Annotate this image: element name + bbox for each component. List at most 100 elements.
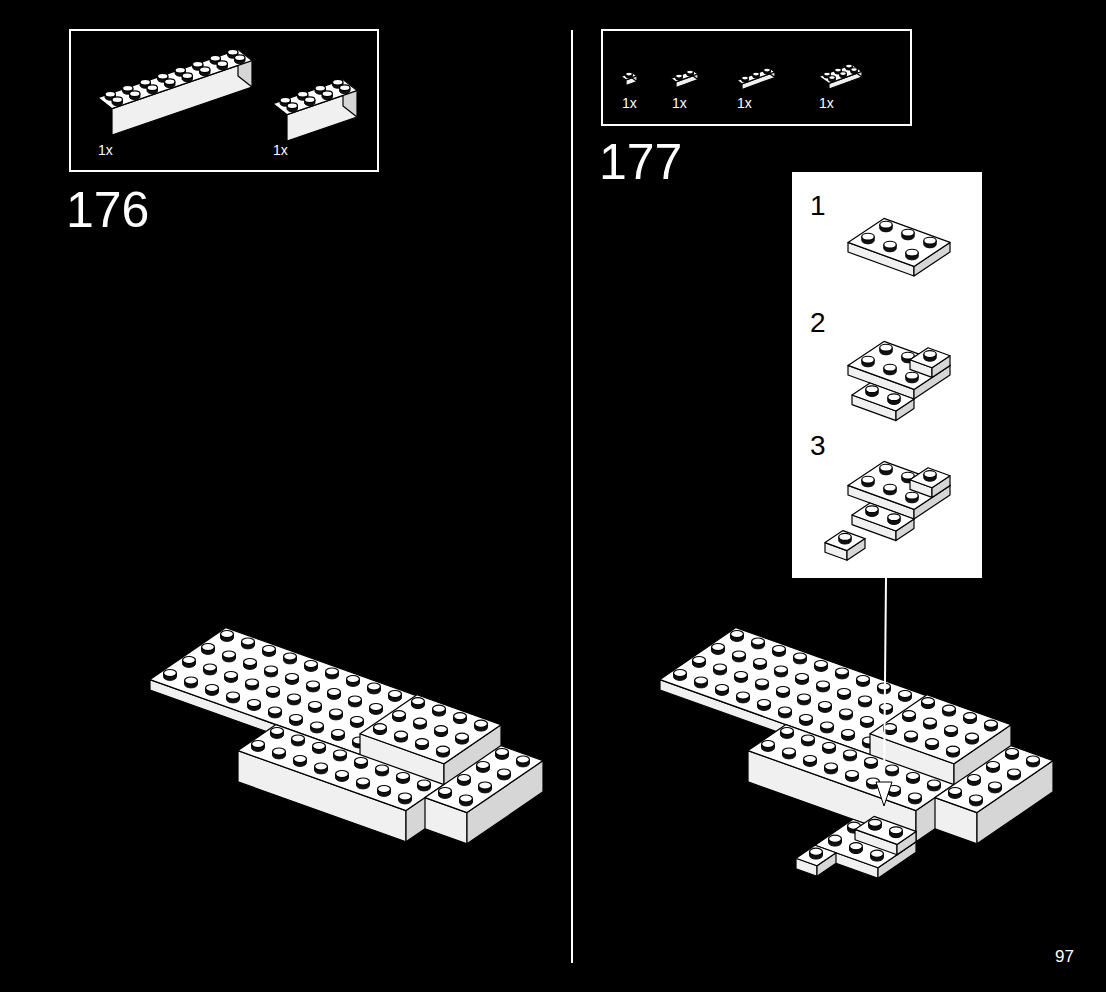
stud-top (943, 705, 956, 712)
stud-top (869, 819, 882, 826)
stud-top (330, 709, 343, 716)
stud-top (905, 731, 918, 738)
stud-top (987, 761, 1000, 768)
stud-top (731, 630, 744, 637)
stud-top (884, 484, 896, 491)
stud-top (802, 735, 815, 742)
brick-top (848, 218, 950, 266)
stud-top (1008, 769, 1021, 776)
brick-top (748, 725, 954, 811)
stud-top (829, 76, 836, 80)
brick-top (852, 503, 914, 531)
stud-top (349, 696, 362, 703)
stud-top (112, 97, 122, 103)
step-number: 177 (599, 137, 682, 187)
brick-top (273, 80, 357, 115)
stud-top (693, 656, 706, 663)
stud-top (517, 756, 530, 763)
brick (671, 70, 698, 87)
stud-top (123, 85, 133, 91)
stud-top (886, 765, 899, 772)
stud-top (842, 729, 855, 736)
stud-top (223, 651, 236, 658)
stud-top (182, 73, 192, 79)
brick (819, 64, 862, 89)
substep-panel (792, 172, 982, 578)
stud-top (140, 79, 150, 85)
stud-top (287, 103, 297, 109)
brick-top (852, 383, 914, 411)
stud-top (926, 739, 939, 746)
stud-top (840, 72, 847, 76)
stud-top (433, 705, 446, 712)
substep-panel-box: 123 (792, 172, 982, 578)
stud-top (924, 471, 936, 478)
stud-top (437, 746, 450, 753)
stud-top (311, 722, 324, 729)
stud-top (866, 386, 878, 393)
stud-top (454, 713, 467, 720)
part-quantity: 1x (98, 143, 113, 157)
stud-top (947, 746, 960, 753)
stud-top (871, 850, 884, 857)
stud-top (752, 638, 765, 645)
pointer-arrow-line (884, 578, 886, 786)
stud-top (376, 765, 389, 772)
stud-top (862, 356, 874, 363)
stud-top (328, 688, 341, 695)
stud-top (945, 726, 958, 733)
stud-top (227, 692, 240, 699)
brick-top (870, 695, 1011, 764)
stud-top (332, 729, 345, 736)
stud-top (989, 782, 1002, 789)
stud-top (315, 85, 325, 91)
stud-top (164, 669, 177, 676)
stud-top (355, 757, 368, 764)
stud-top (326, 668, 339, 675)
stud-top (762, 740, 775, 747)
stud-top (794, 653, 807, 660)
stud-top (416, 739, 429, 746)
stud-top (884, 364, 896, 371)
brick-top (796, 845, 836, 866)
stud-top (836, 668, 849, 675)
stud-top (742, 76, 749, 80)
stud-top (810, 848, 823, 855)
stud-top (305, 97, 315, 103)
stud-top (200, 67, 210, 73)
stud-top (313, 742, 326, 749)
stud-top (862, 476, 874, 483)
stud-top (906, 372, 918, 379)
part-quantity: 1x (819, 96, 834, 110)
stud-top (460, 795, 473, 802)
stud-top (800, 714, 813, 721)
stud-top (225, 671, 238, 678)
stud-top (907, 772, 920, 779)
stud-top (286, 673, 299, 680)
stud-top (850, 843, 863, 850)
stud-top (804, 755, 817, 762)
stud-top (906, 249, 918, 256)
stud-top (880, 703, 893, 710)
stud-top (714, 664, 727, 671)
stud-top (496, 748, 509, 755)
stud-top (695, 677, 708, 684)
brick-top (910, 468, 950, 488)
brick-top (360, 695, 501, 764)
stud-top (418, 780, 431, 787)
parts-list-box: 1x1x (69, 29, 379, 172)
stud-top (824, 72, 831, 76)
stud-top (221, 630, 234, 637)
stud-top (334, 750, 347, 757)
stud-top (846, 770, 859, 777)
brick-top (855, 816, 916, 844)
stud-top (796, 673, 809, 680)
stud-top (292, 735, 305, 742)
stud-top (1006, 748, 1019, 755)
brick-top (825, 531, 865, 551)
stud-top (829, 835, 842, 842)
stud-top (798, 694, 811, 701)
stud-top (294, 755, 307, 762)
stud-top (737, 692, 750, 699)
stud-top (333, 79, 343, 85)
